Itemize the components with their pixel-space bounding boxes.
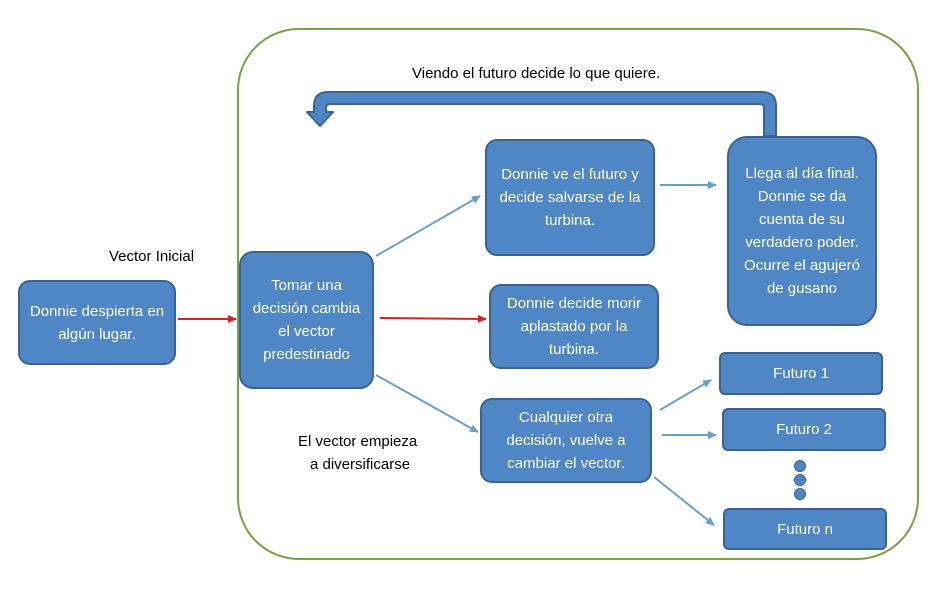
box-donnie-despierta: Donnie despierta en algún lugar. [18, 280, 176, 365]
dot-2 [794, 474, 806, 486]
box-donnie-ve-futuro: Donnie ve el futuro y decide salvarse de… [485, 139, 655, 256]
arrow-decision-to-morir [379, 314, 487, 323]
box-cualquier-otra: Cualquier otra decisión, vuelve a cambia… [480, 398, 652, 483]
arrow-decision-to-otra [375, 374, 479, 433]
box-tomar-decision: Tomar una decisión cambia el vector pred… [239, 251, 374, 389]
box-futuro-2: Futuro 2 [722, 408, 886, 451]
vector-inicial-label: Vector Inicial [109, 248, 195, 265]
ellipsis-dots [794, 460, 806, 502]
dot-3 [794, 488, 806, 500]
arrow-otra-to-futuron [653, 476, 715, 526]
arrow-otra-to-futuro1 [659, 379, 712, 411]
top-label: Viendo el futuro decide lo que quiere. [412, 65, 661, 82]
feedback-arrow-body [306, 91, 777, 137]
dot-1 [794, 460, 806, 472]
box-llega-dia-final: Llega al día final. Donnie se da cuenta … [727, 136, 877, 326]
box-futuro-1: Futuro 1 [719, 352, 883, 395]
diversify-label-line1: El vector empieza [298, 433, 418, 450]
green-container-frame [237, 28, 919, 560]
box-donnie-morir: Donnie decide morir aplastado por la tur… [489, 284, 659, 369]
arrow-decision-to-ve-futuro [375, 195, 481, 257]
box-futuro-n: Futuro n [723, 508, 887, 550]
diversify-label-line2: a diversificarse [310, 456, 411, 473]
